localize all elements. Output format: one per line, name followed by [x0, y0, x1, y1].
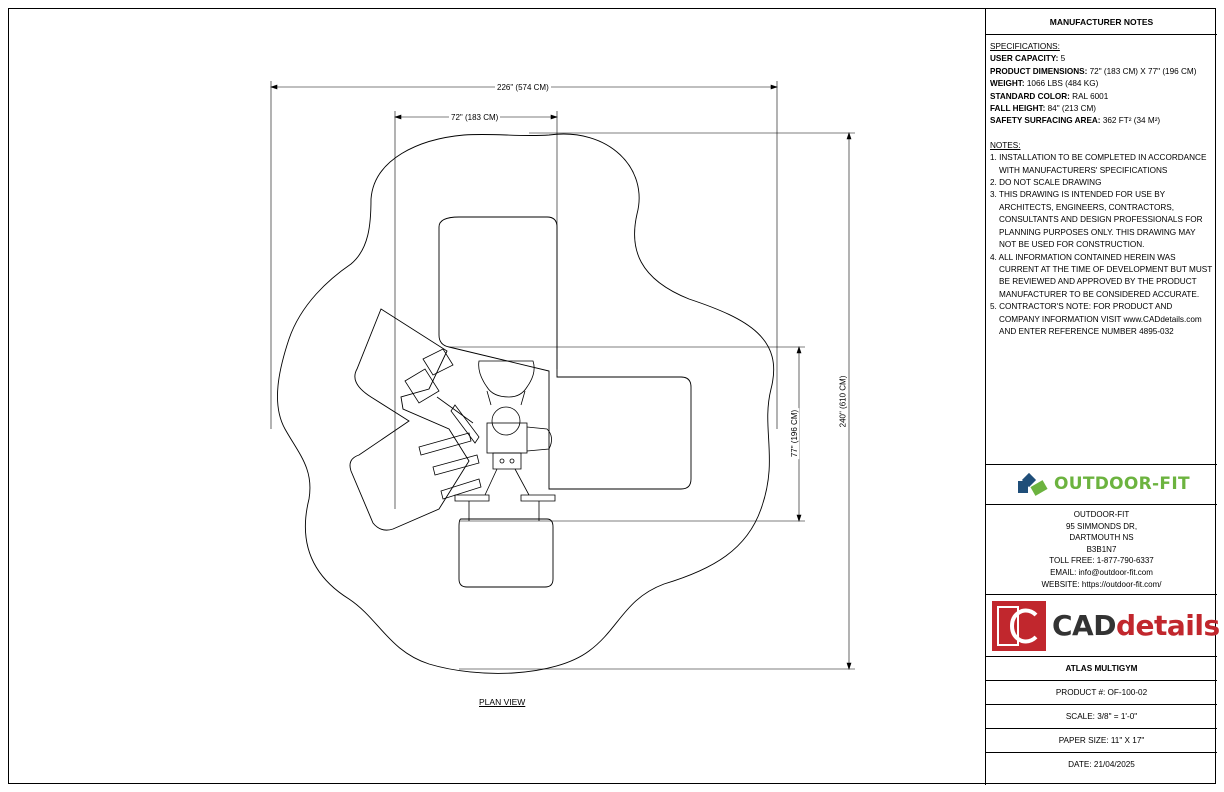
address-line: DARTMOUTH NS [1069, 533, 1134, 543]
dim-overall-height-label: 240" (610 CM) [838, 373, 848, 430]
safety-surfacing-outline [277, 133, 775, 674]
note-item: 1. INSTALLATION TO BE COMPLETED IN ACCOR… [990, 153, 1207, 175]
notes-header: NOTES: [990, 140, 1021, 150]
product-number: PRODUCT #: OF-100-02 [986, 681, 1217, 705]
scale: SCALE: 3/8" = 1'-0" [986, 705, 1217, 729]
note-item: 4. ALL INFORMATION CONTAINED HEREIN WAS … [990, 252, 1213, 299]
left-zone-outline [349, 308, 470, 531]
date: DATE: 21/04/2025 [1068, 760, 1135, 769]
plan-view-label: PLAN VIEW [479, 697, 526, 707]
caddetails-wordmark: CADdetails [1052, 609, 1220, 642]
address-line: 95 SIMMONDS DR, [1065, 521, 1138, 531]
phone-line: TOLL FREE: 1-877-790-6337 [1049, 556, 1154, 566]
spec-line: USER CAPACITY: 5 [990, 54, 1066, 64]
outdoor-fit-mark-icon [1018, 472, 1048, 496]
drawing-area: 226" (574 CM) 72" (183 CM) 240" (610 CM)… [9, 9, 985, 785]
spec-line: STANDARD COLOR: RAL 6001 [990, 91, 1109, 101]
use-zone-outline [438, 216, 692, 490]
caddetails-logo: CADdetails [986, 595, 1220, 657]
drawing-sheet: 226" (574 CM) 72" (183 CM) 240" (610 CM)… [8, 8, 1220, 785]
dim-overall-width-label: 226" (574 CM) [495, 83, 551, 92]
outdoor-fit-logo: OUTDOOR-FIT [986, 465, 1217, 505]
spec-line: WEIGHT: 1066 LBS (484 KG) [990, 79, 1099, 89]
note-item: 5. CONTRACTOR'S NOTE: FOR PRODUCT AND CO… [990, 302, 1202, 336]
spec-line: SAFETY SURFACING AREA: 362 FT² (34 M²) [990, 116, 1161, 126]
panel-title: MANUFACTURER NOTES [986, 9, 1217, 35]
note-item: 2. DO NOT SCALE DRAWING [990, 178, 1102, 188]
note-item: 3. THIS DRAWING IS INTENDED FOR USE BY A… [990, 190, 1203, 250]
outdoor-fit-wordmark: OUTDOOR-FIT [1054, 474, 1190, 494]
website-line: WEBSITE: https://outdoor-fit.com/ [1041, 579, 1162, 589]
caddetails-mark-icon [992, 601, 1046, 651]
address-line: OUTDOOR-FIT [1073, 510, 1130, 519]
manufacturer-notes: SPECIFICATIONS: USER CAPACITY: 5 PRODUCT… [986, 35, 1217, 465]
title-block-panel: MANUFACTURER NOTES SPECIFICATIONS: USER … [985, 9, 1220, 785]
manufacturer-address: OUTDOOR-FIT 95 SIMMONDS DR, DARTMOUTH NS… [986, 505, 1217, 595]
specs-header: SPECIFICATIONS: [990, 42, 1060, 51]
dim-product-depth-label: 77" (196 CM) [790, 407, 800, 460]
email-line: EMAIL: info@outdoor-fit.com [1050, 567, 1153, 577]
address-line: B3B1N7 [1086, 544, 1117, 554]
spec-line: PRODUCT DIMENSIONS: 72" (183 CM) X 77" (… [990, 66, 1197, 76]
spec-line: FALL HEIGHT: 84" (213 CM) [990, 104, 1097, 114]
product-name: ATLAS MULTIGYM [986, 657, 1217, 681]
dim-product-width-label: 72" (183 CM) [449, 113, 501, 122]
multigym-equipment [404, 348, 556, 521]
bottom-zone-outline [458, 518, 554, 588]
paper-size: PAPER SIZE: 11" X 17" [986, 729, 1217, 753]
plan-view-drawing [270, 81, 855, 674]
